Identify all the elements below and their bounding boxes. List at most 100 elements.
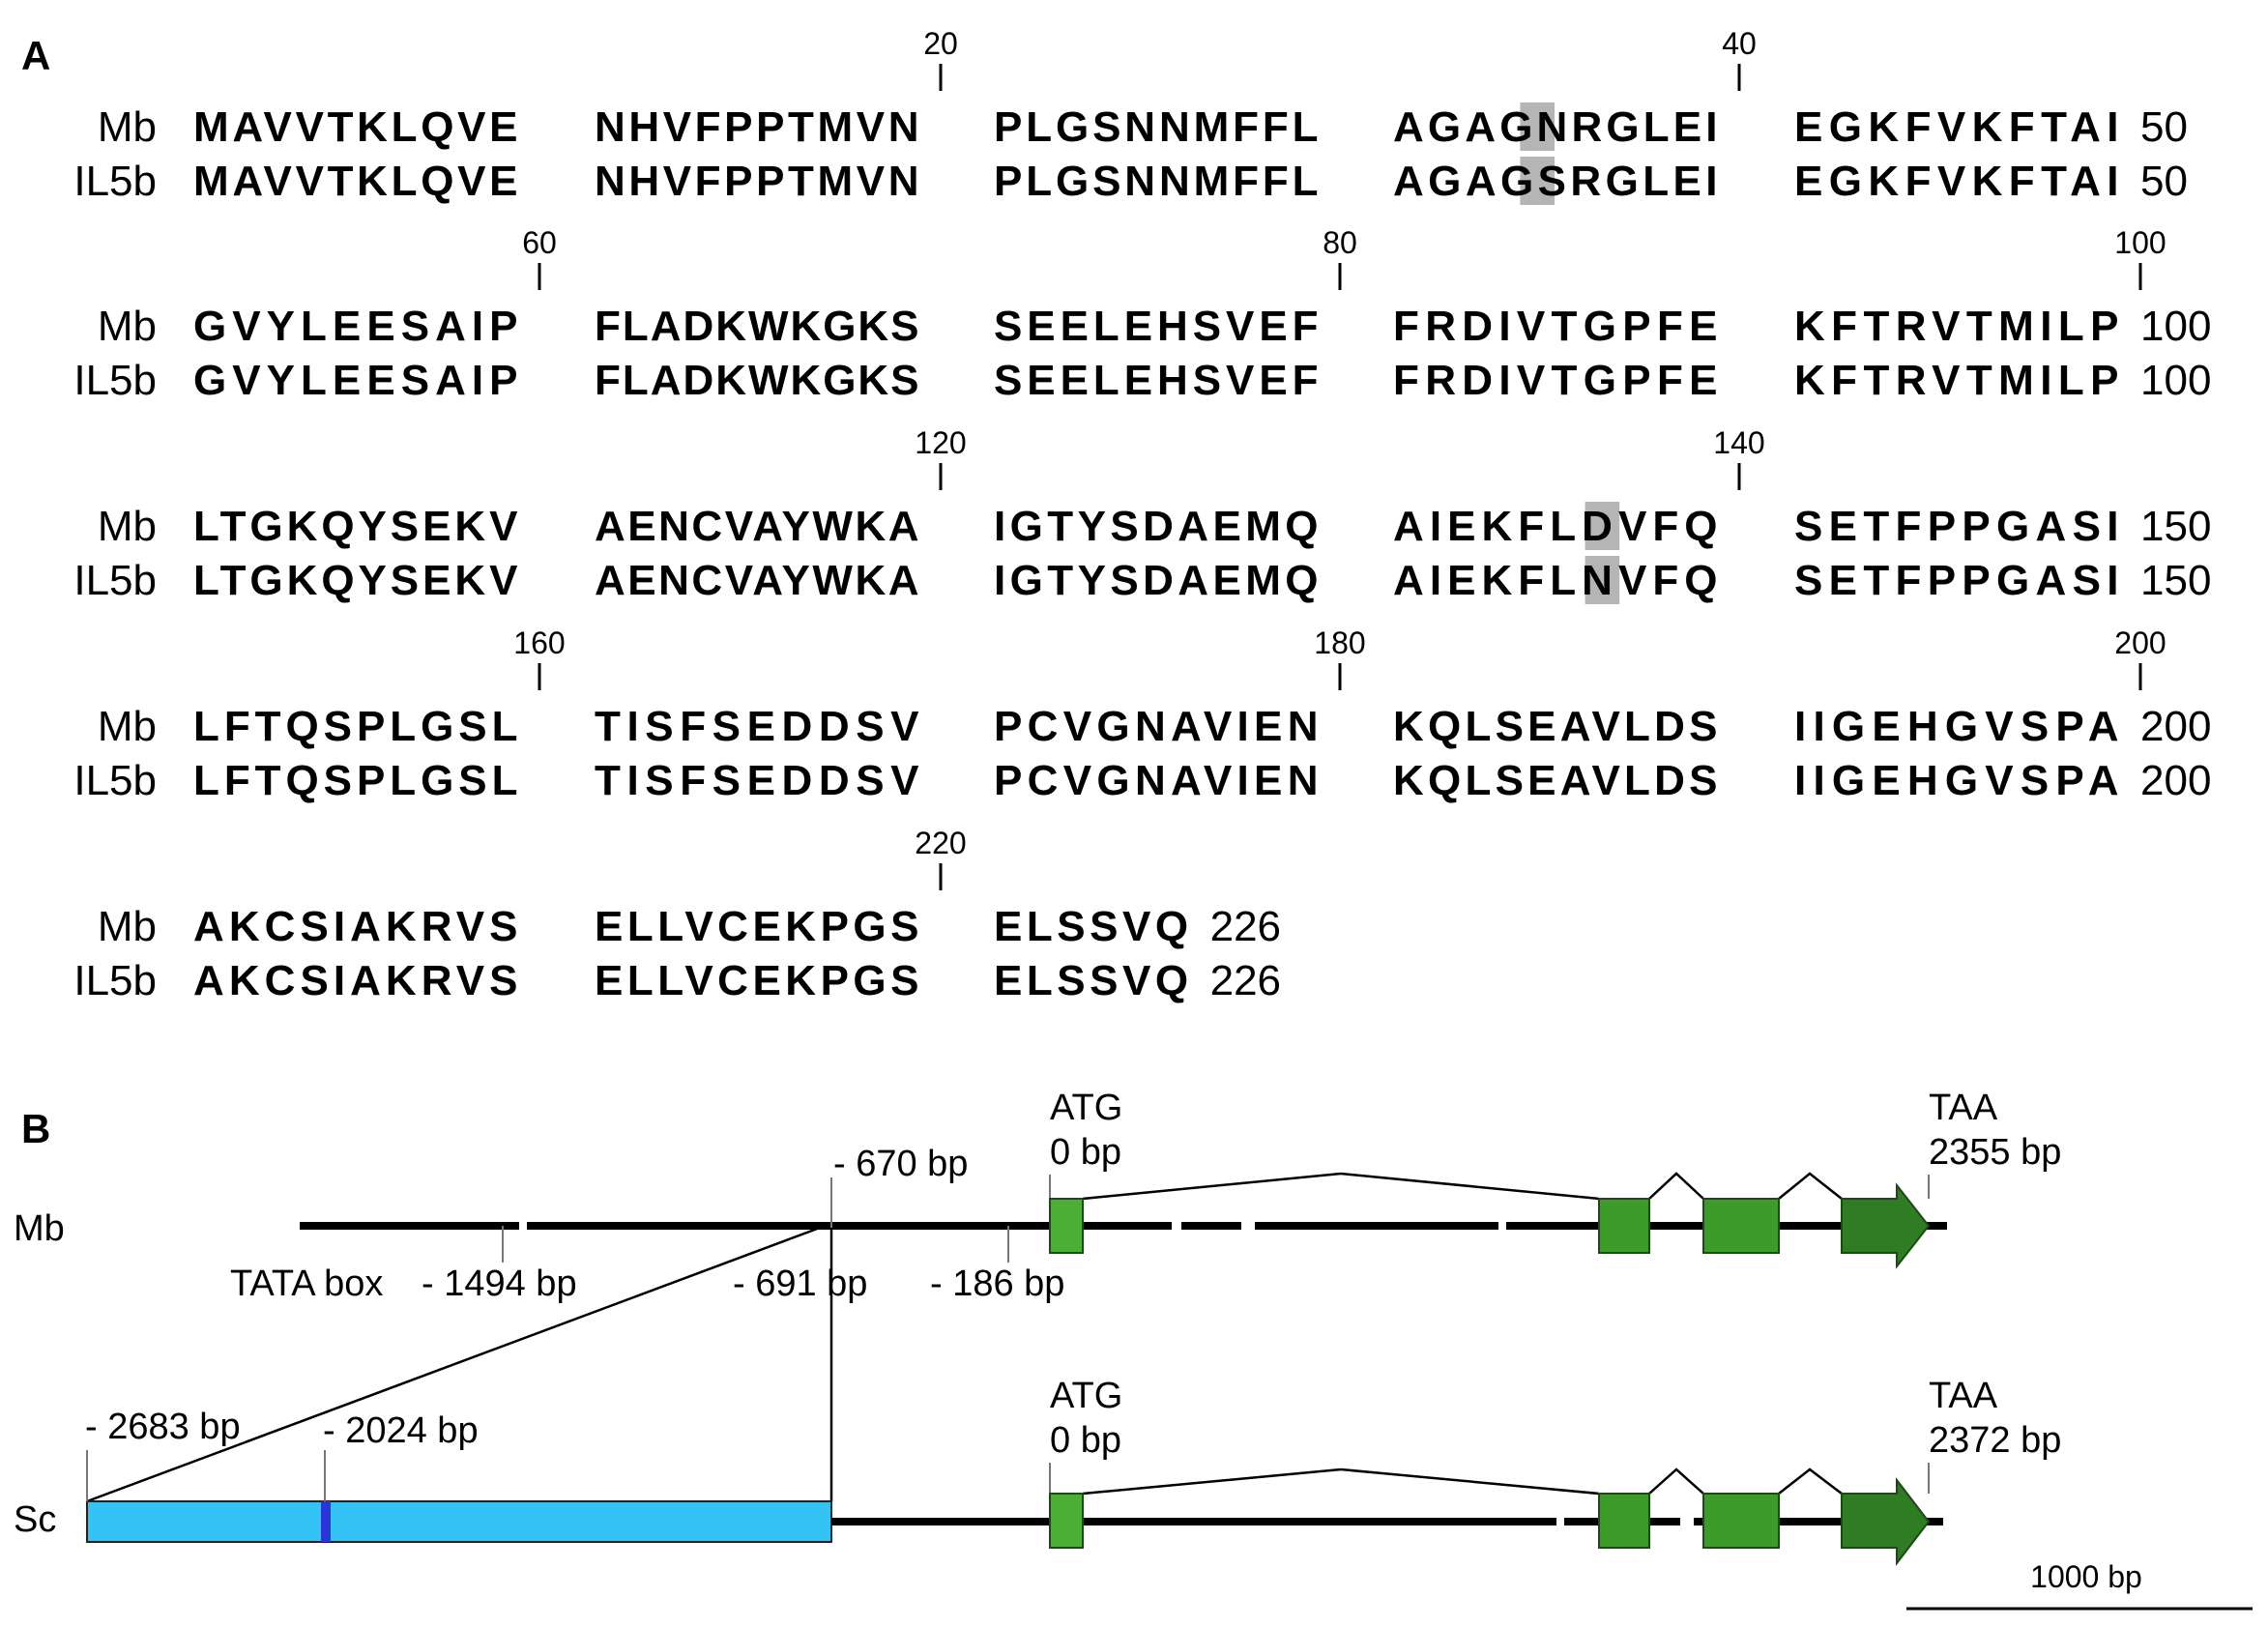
seq-block-il5b: IGTYSDAEMQ xyxy=(994,557,1319,604)
seq-block-mb: MAVVTKLQVE xyxy=(193,103,518,151)
sc-exon-2 xyxy=(1598,1493,1650,1549)
seq-block-mb: AGAGNRGLEI xyxy=(1393,103,1718,151)
seq-block-il5b: TISFSEDDSV xyxy=(595,757,919,804)
seq-block-il5b: AENCVAYWKA xyxy=(595,557,919,604)
seq-end-number-mb: 226 xyxy=(1210,903,1281,950)
sc-exon-1 xyxy=(1049,1493,1084,1549)
mb-atg-pos: 0 bp xyxy=(1050,1132,1121,1173)
sc-splice-3 xyxy=(1778,1467,1843,1495)
mb-splice-1 xyxy=(1082,1172,1600,1201)
seq-block-il5b: FRDIVTGPFE xyxy=(1393,357,1718,404)
position-tick-label: 80 xyxy=(1323,225,1357,260)
seq-block-mb: PCVGNAVIEN xyxy=(994,703,1319,750)
sc-taa-label: TAA xyxy=(1929,1376,1998,1416)
position-tick-label: 160 xyxy=(513,625,565,660)
seq-block-mb: GVYLEESAIP xyxy=(193,303,518,350)
mb-track-label: Mb xyxy=(14,1208,65,1249)
seq-block-il5b: AIEKFLNVFQ xyxy=(1393,557,1718,604)
sc-splice-1 xyxy=(1082,1467,1600,1496)
sc-splice-2 xyxy=(1648,1467,1704,1495)
seq-block-mb: ELLVCEKPGS xyxy=(595,903,919,950)
seq-block-il5b: NHVFPPTMVN xyxy=(595,158,919,205)
mb-exon-3 xyxy=(1702,1198,1780,1254)
seq-block-il5b: KQLSEAVLDS xyxy=(1393,757,1718,804)
sc-atg-label: ATG xyxy=(1050,1376,1122,1416)
seq-end-number-il5b: 226 xyxy=(1210,957,1281,1004)
seq-end-number-il5b: 150 xyxy=(2140,557,2211,604)
mb-splice-2 xyxy=(1648,1172,1704,1200)
seq-end-number-mb: 50 xyxy=(2140,103,2188,151)
position-tick-label: 120 xyxy=(915,425,966,460)
seq-end-number-mb: 200 xyxy=(2140,703,2211,750)
seq-block-mb: IGTYSDAEMQ xyxy=(994,503,1319,550)
seq-end-number-mb: 150 xyxy=(2140,503,2211,550)
scale-bar: 1000 bp xyxy=(1906,1559,2253,1611)
sc-taa-pos: 2372 bp xyxy=(1929,1420,2061,1461)
mb-186-label: - 186 bp xyxy=(930,1264,1064,1304)
variant-highlight-il5b xyxy=(1520,157,1555,205)
seq-name-mb: Mb xyxy=(98,703,157,750)
seq-name-mb: Mb xyxy=(98,903,157,950)
seq-block-il5b: SETFPPGASI xyxy=(1794,557,2119,604)
mb-taa-pos: 2355 bp xyxy=(1929,1132,2061,1173)
seq-end-number-il5b: 200 xyxy=(2140,757,2211,804)
variant-highlight-mb xyxy=(1520,102,1555,151)
position-tick-label: 140 xyxy=(1713,425,1764,460)
position-tick-label: 20 xyxy=(923,26,958,61)
seq-block-mb: LTGKQYSEKV xyxy=(193,503,518,550)
panel-b-label: B xyxy=(21,1106,50,1151)
sc-exon-3 xyxy=(1702,1493,1780,1549)
seq-block-mb: TISFSEDDSV xyxy=(595,703,919,750)
sc-insertion-box xyxy=(86,1500,832,1543)
seq-block-il5b: ELLVCEKPGS xyxy=(595,957,919,1004)
position-tick-label: 40 xyxy=(1722,26,1757,61)
sc-track-label: Sc xyxy=(14,1499,56,1540)
position-tick-label: 180 xyxy=(1314,625,1365,660)
seq-name-il5b: IL5b xyxy=(73,957,157,1004)
mb-1494-label: - 1494 bp xyxy=(422,1264,577,1304)
seq-block-mb: LFTQSPLGSL xyxy=(193,703,518,750)
panel-a-label: A xyxy=(21,33,50,78)
seq-block-il5b: PLGSNNMFFL xyxy=(994,158,1319,205)
seq-name-il5b: IL5b xyxy=(73,357,157,404)
seq-block-mb: KFTRVTMILP xyxy=(1794,303,2119,350)
seq-block-il5b: AKCSIAKRVS xyxy=(193,957,518,1004)
seq-end-number-mb: 100 xyxy=(2140,303,2211,350)
seq-block-il5b: MAVVTKLQVE xyxy=(193,158,518,205)
position-tick-label: 200 xyxy=(2114,625,2166,660)
mb-gene-track: Mb ATG 0 bp TAA 2355 bp - 670 bp TATA bo… xyxy=(14,1088,2061,1304)
seq-block-mb: SETFPPGASI xyxy=(1794,503,2119,550)
seq-block-il5b: KFTRVTMILP xyxy=(1794,357,2119,404)
seq-name-mb: Mb xyxy=(98,103,157,151)
insertion-left-connector xyxy=(86,1226,821,1503)
seq-name-il5b: IL5b xyxy=(73,158,157,205)
seq-block-il5b: EGKFVKFTAI xyxy=(1794,158,2119,205)
seq-block-mb: FRDIVTGPFE xyxy=(1393,303,1718,350)
variant-highlight-mb xyxy=(1585,502,1620,550)
seq-block-mb: NHVFPPTMVN xyxy=(595,103,919,151)
mb-exon-2 xyxy=(1598,1198,1650,1254)
seq-block-il5b: SEELEHSVEF xyxy=(994,357,1319,404)
sc-gene-track: Sc - 2683 bp - 2024 bp ATG 0 bp TAA 2372… xyxy=(14,1376,2061,1566)
mb-670-label: - 670 bp xyxy=(833,1144,968,1184)
mb-exon-4-arrow xyxy=(1841,1182,1931,1269)
seq-block-il5b: GVYLEESAIP xyxy=(193,357,518,404)
mb-exon-1 xyxy=(1049,1198,1084,1254)
sc-2683-label: - 2683 bp xyxy=(85,1407,241,1447)
seq-end-number-il5b: 100 xyxy=(2140,357,2211,404)
scale-bar-label: 1000 bp xyxy=(2030,1559,2142,1594)
seq-block-il5b: AGAGSRGLEI xyxy=(1393,158,1718,205)
seq-block-mb: ELSSVQ xyxy=(994,903,1189,950)
seq-block-mb: SEELEHSVEF xyxy=(994,303,1319,350)
mb-atg-label: ATG xyxy=(1050,1088,1122,1128)
seq-block-mb: KQLSEAVLDS xyxy=(1393,703,1718,750)
seq-block-mb: AKCSIAKRVS xyxy=(193,903,518,950)
variant-highlight-il5b xyxy=(1585,556,1620,604)
position-tick-label: 220 xyxy=(915,826,966,860)
seq-block-mb: AIEKFLDVFQ xyxy=(1393,503,1718,550)
